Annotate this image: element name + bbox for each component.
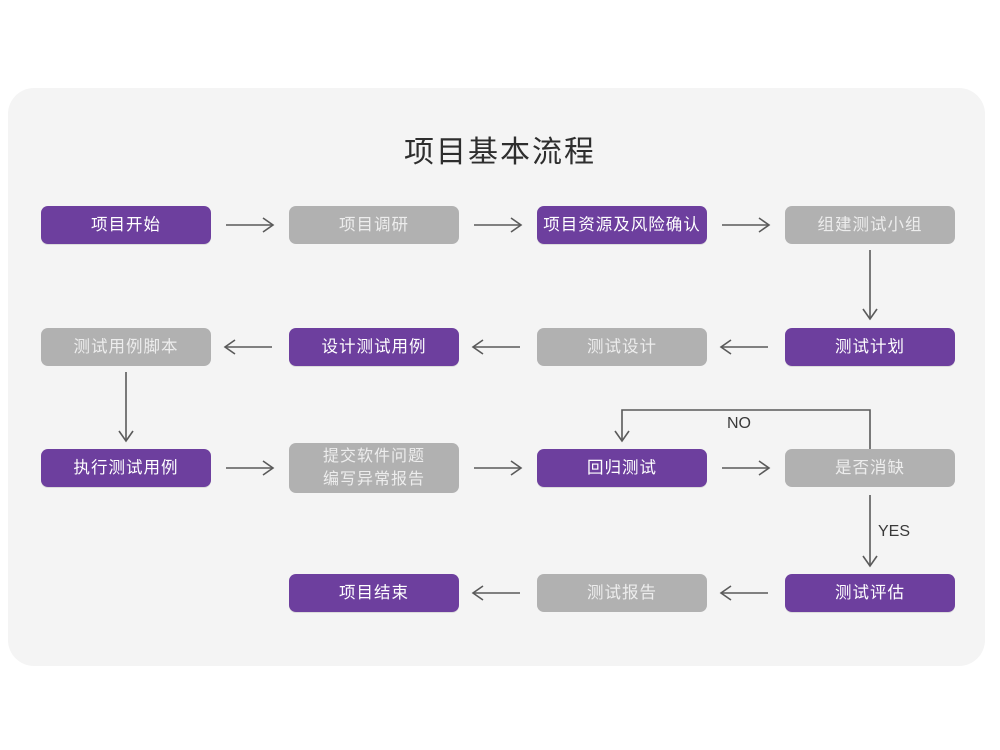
node-resource-risk-confirm[interactable]: 项目资源及风险确认 [537, 206, 707, 244]
node-test-plan[interactable]: 测试计划 [785, 328, 955, 366]
node-design-test-case[interactable]: 设计测试用例 [289, 328, 459, 366]
edge-label-yes: YES [878, 523, 911, 540]
node-test-design[interactable]: 测试设计 [537, 328, 707, 366]
node-submit-defect-report[interactable]: 提交软件问题 编写异常报告 [289, 443, 459, 493]
node-project-start[interactable]: 项目开始 [41, 206, 211, 244]
node-project-survey[interactable]: 项目调研 [289, 206, 459, 244]
node-project-finish[interactable]: 项目结束 [289, 574, 459, 612]
node-build-test-team[interactable]: 组建测试小组 [785, 206, 955, 244]
edge-label-no: NO [727, 415, 751, 432]
node-regression-test[interactable]: 回归测试 [537, 449, 707, 487]
node-test-report[interactable]: 测试报告 [537, 574, 707, 612]
node-execute-test-case[interactable]: 执行测试用例 [41, 449, 211, 487]
node-test-case-script[interactable]: 测试用例脚本 [41, 328, 211, 366]
node-is-defect-resolved[interactable]: 是否消缺 [785, 449, 955, 487]
flowchart-card [8, 88, 985, 666]
page-title: 项目基本流程 [404, 136, 596, 169]
node-test-evaluation[interactable]: 测试评估 [785, 574, 955, 612]
